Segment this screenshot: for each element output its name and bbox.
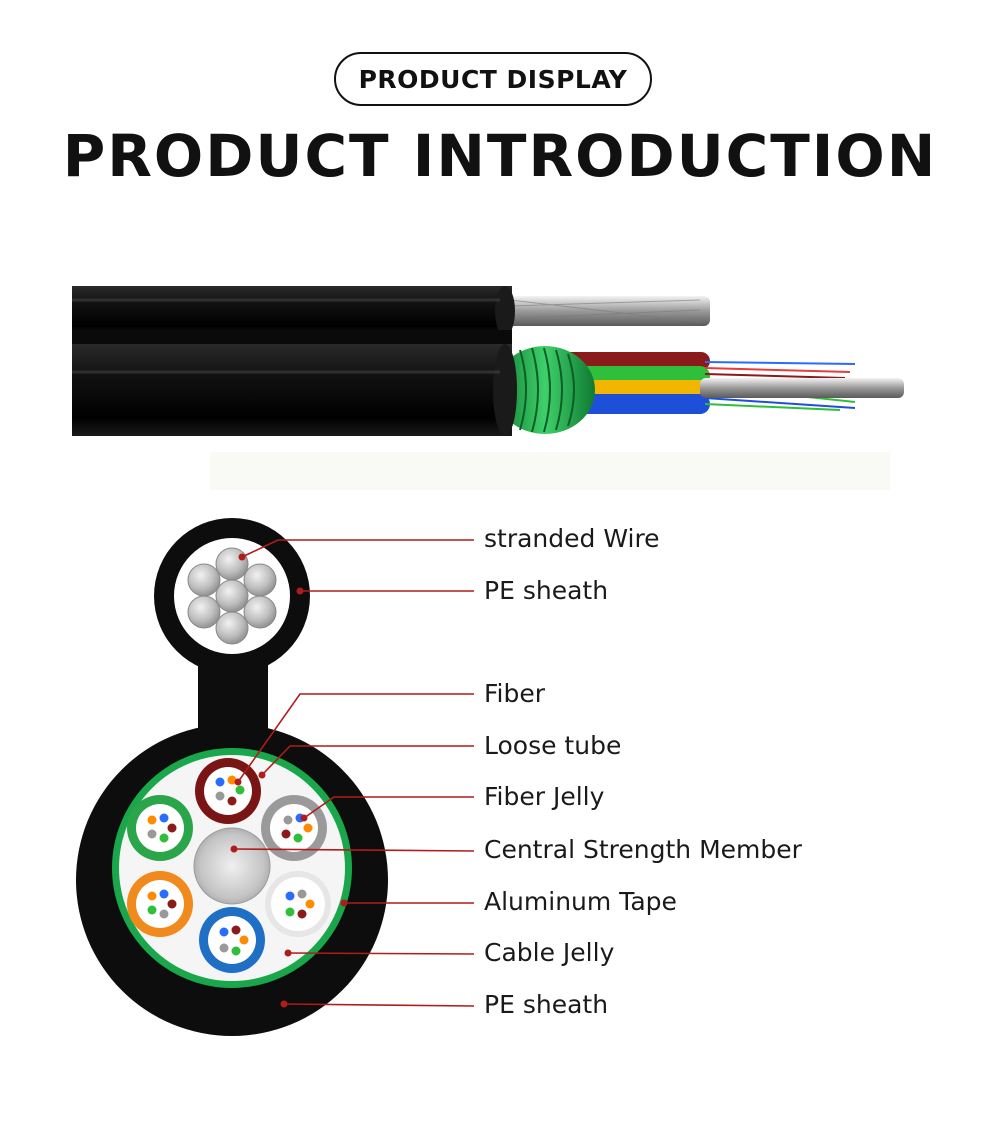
- leader-lines: [233, 539, 475, 1007]
- leader-dots: [230, 553, 348, 1008]
- loose-tube-orange: [127, 871, 193, 937]
- outer-sheath: [72, 344, 512, 436]
- loose-tube-grey: [261, 795, 327, 861]
- label-aluminum-tape: Aluminum Tape: [484, 887, 677, 916]
- label-stranded-wire: stranded Wire: [484, 524, 660, 553]
- label-fiber-jelly: Fiber Jelly: [484, 782, 605, 811]
- product-display-badge: PRODUCT DISPLAY: [334, 52, 652, 106]
- cable-side-view: [72, 286, 904, 490]
- loose-tube-green: [127, 795, 193, 861]
- label-fiber: Fiber: [484, 679, 546, 708]
- loose-tube-red: [195, 758, 261, 824]
- label-central-strength-member: Central Strength Member: [484, 835, 802, 864]
- cable-cross-section: [76, 518, 388, 1036]
- page-title: PRODUCT INTRODUCTION: [62, 122, 938, 190]
- messenger-sheath: [72, 286, 512, 336]
- loose-tube-blue: [199, 907, 265, 973]
- label-pe-sheath-messenger: PE sheath: [484, 576, 609, 605]
- exposed-loose-tubes: [560, 352, 904, 414]
- label-pe-sheath-outer: PE sheath: [484, 990, 609, 1019]
- label-cable-jelly: Cable Jelly: [484, 938, 615, 967]
- central-strength-member: [193, 827, 271, 905]
- loose-tube-white: [265, 871, 331, 937]
- label-loose-tube: Loose tube: [484, 731, 622, 760]
